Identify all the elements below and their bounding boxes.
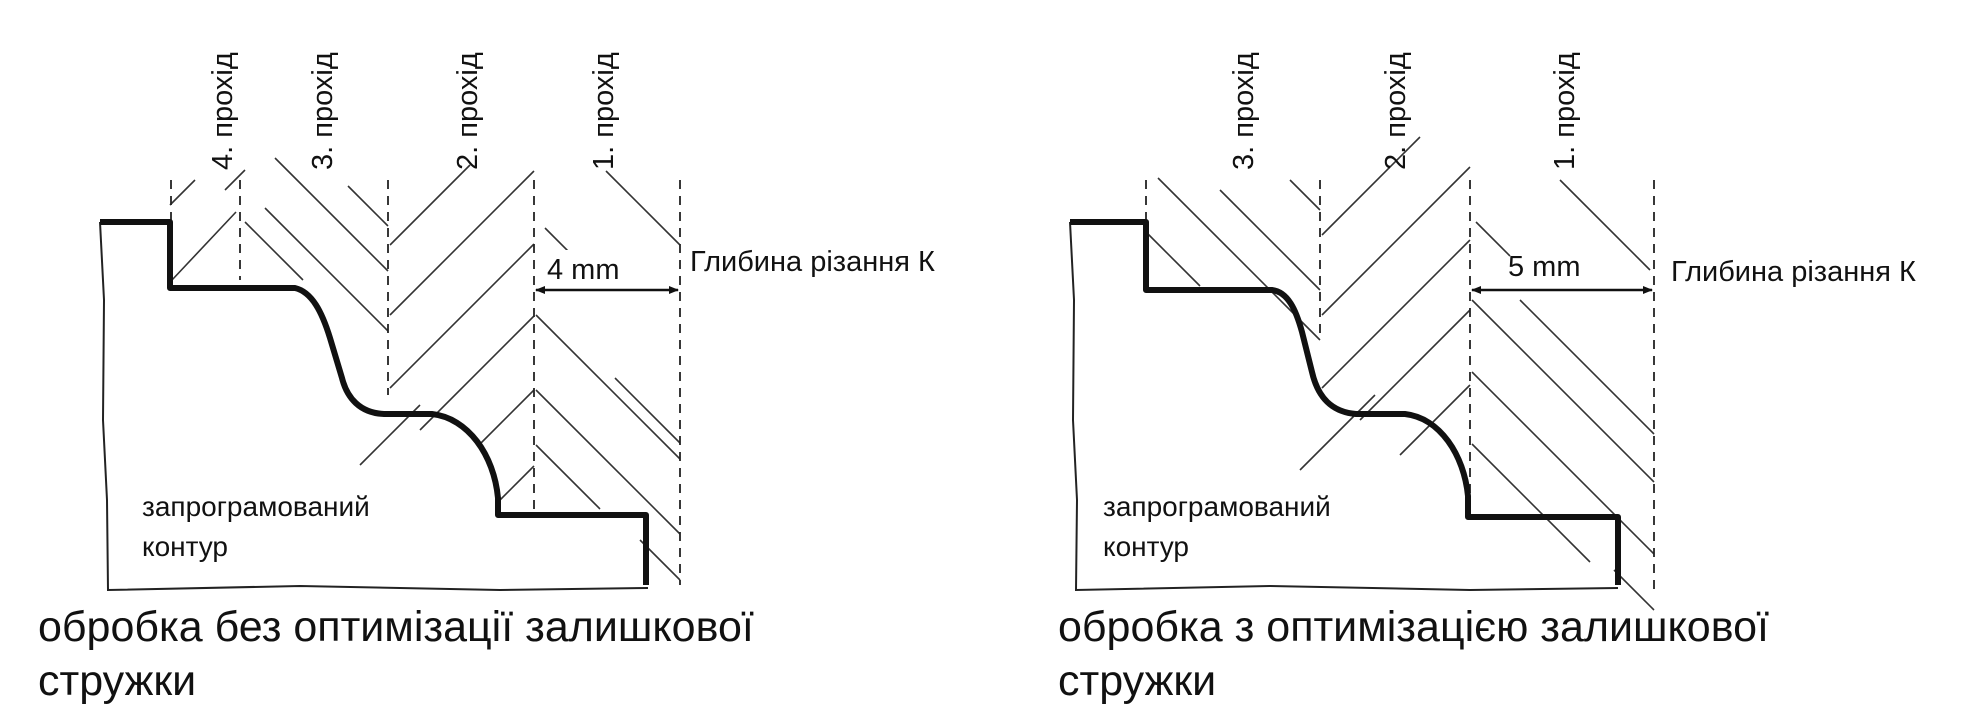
- diagram-with-optimization: [1069, 136, 1655, 611]
- caption-line-1: обробка з оптимізацією залишкової: [1058, 603, 1769, 651]
- caption-line-2: стружки: [38, 657, 197, 705]
- programmed-contour: [100, 219, 649, 585]
- pass-label-4: 4. прохід: [207, 52, 239, 170]
- pass-2-hatching: [359, 164, 535, 501]
- depth-value: 4 mm: [547, 254, 620, 286]
- pass-1-hatching: [1471, 179, 1655, 611]
- contour-label-line-1: запрограмований: [142, 491, 370, 522]
- pass-1-hatching: [535, 170, 681, 581]
- pass-2-hatching: [1299, 136, 1471, 471]
- pass-label-2: 2. прохід: [1380, 52, 1412, 170]
- pass-3-hatching: [244, 157, 389, 332]
- depth-label: Глибина різання К: [1671, 256, 1916, 288]
- caption-without-optimization: обробка без оптимізації залишкової струж…: [38, 600, 754, 708]
- pass-4-hatching: [169, 169, 246, 281]
- pass-label-2: 2. прохід: [452, 52, 484, 170]
- caption-line-1: обробка без оптимізації залишкової: [38, 603, 754, 651]
- depth-value-backdrop: [540, 250, 648, 282]
- caption-with-optimization: обробка з оптимізацією залишкової стружк…: [1058, 600, 1769, 708]
- pass-label-3: 3. прохід: [307, 52, 339, 170]
- pass-label-1: 1. прохід: [1549, 52, 1581, 170]
- programmed-contour: [1070, 219, 1621, 585]
- workpiece-outline: [99, 221, 649, 592]
- diagram-without-optimization: [99, 157, 681, 592]
- contour-label-line-2: контур: [142, 531, 228, 562]
- depth-label: Глибина різання К: [690, 246, 935, 278]
- contour-label-line-1: запрограмований: [1103, 491, 1331, 522]
- pass-label-3: 3. прохід: [1228, 52, 1260, 170]
- pass-label-1: 1. прохід: [588, 52, 620, 170]
- contour-label-line-2: контур: [1103, 531, 1189, 562]
- workpiece-outline: [1069, 221, 1619, 592]
- caption-line-2: стружки: [1058, 657, 1217, 705]
- depth-value: 5 mm: [1508, 251, 1581, 283]
